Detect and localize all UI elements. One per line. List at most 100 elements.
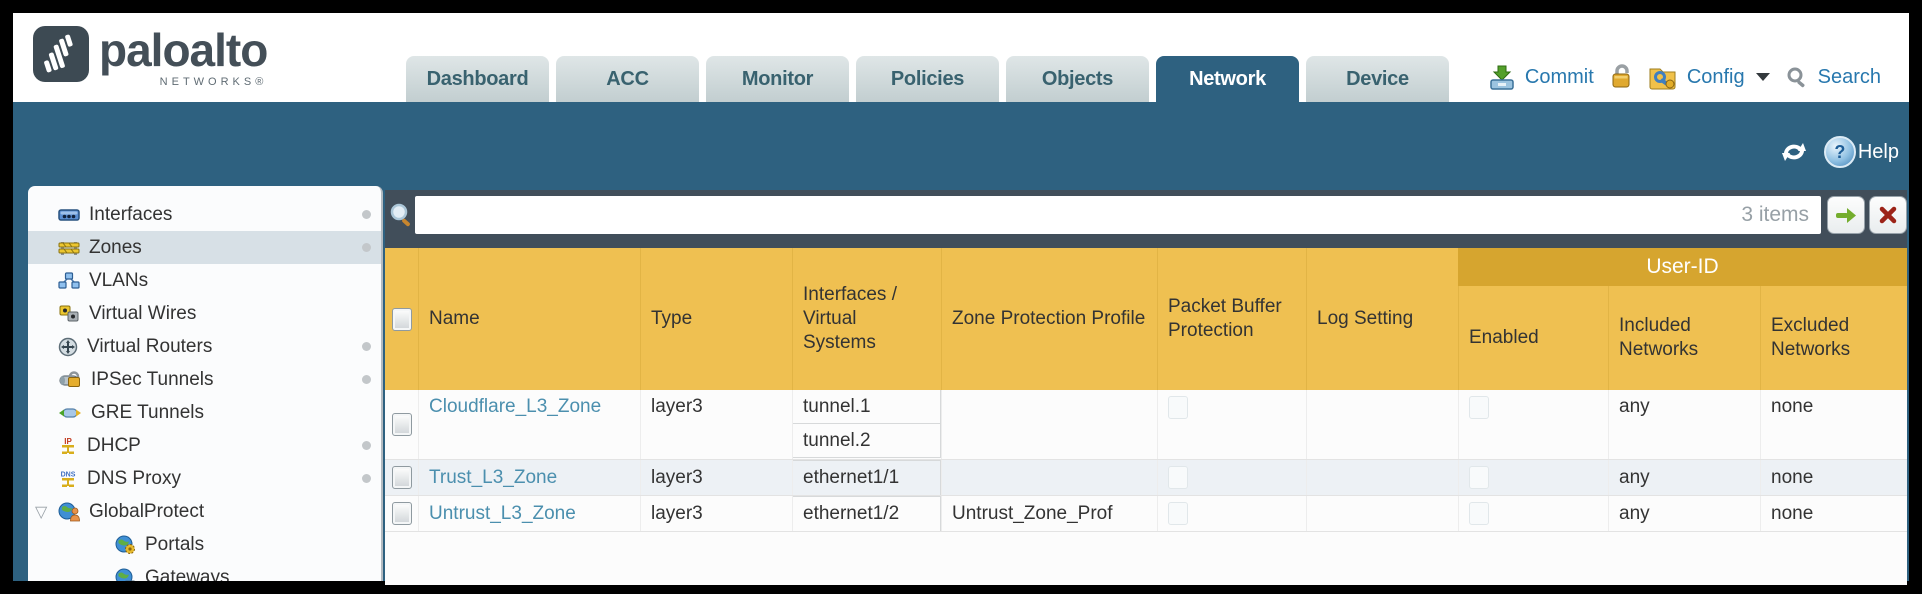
refresh-icon[interactable] [1778, 138, 1810, 166]
sidebar-item-vlans[interactable]: VLANs [28, 264, 381, 297]
expand-caret-icon[interactable]: ▽ [35, 504, 48, 521]
sidebar-item-dns-proxy[interactable]: DNS DNS Proxy [28, 462, 381, 495]
tab-dashboard[interactable]: Dashboard [406, 56, 549, 102]
search-button[interactable]: Search [1817, 65, 1881, 88]
packet-buffer-checkbox-disabled [1168, 466, 1188, 489]
sidebar-item-label: VLANs [89, 269, 149, 291]
sidebar-item-interfaces[interactable]: Interfaces [28, 198, 381, 231]
zone-type-cell: layer3 [640, 496, 792, 531]
row-checkbox[interactable] [391, 466, 412, 489]
filter-search-icon [390, 203, 410, 227]
tab-monitor[interactable]: Monitor [706, 56, 849, 102]
app-window: paloalto NETWORKS® Dashboard ACC Monitor… [13, 13, 1909, 585]
included-networks-cell: any [1608, 390, 1760, 459]
sidebar-item-label: GlobalProtect [89, 500, 205, 522]
config-button[interactable]: Config [1686, 65, 1745, 88]
globalprotect-icon [58, 502, 80, 521]
column-header-included-networks[interactable]: Included Networks [1608, 248, 1760, 390]
sidebar-item-zones[interactable]: Zones [28, 231, 381, 264]
help-icon: ? [1823, 136, 1856, 168]
sidebar-item-dhcp[interactable]: IP DHCP [28, 429, 381, 462]
sidebar-item-label: Virtual Wires [89, 302, 197, 324]
help-button[interactable]: ? Help [1823, 136, 1899, 168]
zone-name-link[interactable]: Cloudflare_L3_Zone [429, 396, 602, 417]
enabled-checkbox-disabled [1469, 466, 1489, 489]
sidebar-item-label: Portals [145, 533, 205, 555]
row-checkbox[interactable] [391, 413, 412, 436]
table-row: Cloudflare_L3_Zone layer3 tunnel.1 tunne… [385, 390, 1907, 460]
commit-button[interactable]: Commit [1524, 65, 1594, 88]
svg-text:IP: IP [64, 437, 72, 446]
column-header-zone-protection-profile[interactable]: Zone Protection Profile [941, 248, 1157, 390]
sidebar-item-virtual-wires[interactable]: Virtual Wires [28, 297, 381, 330]
item-count: 3 items [1741, 203, 1809, 226]
excluded-networks-cell: none [1760, 496, 1907, 531]
item-dot [362, 474, 371, 483]
table-row: Untrust_L3_Zone layer3 ethernet1/2 Untru… [385, 496, 1907, 532]
interfaces-icon [58, 208, 80, 221]
tab-policies[interactable]: Policies [856, 56, 999, 102]
interface-item: tunnel.2 [793, 423, 941, 458]
brand-subtitle: NETWORKS® [159, 76, 268, 88]
virtual-wires-icon [59, 305, 79, 322]
sidebar-item-label: Zones [89, 236, 142, 258]
top-header: paloalto NETWORKS® Dashboard ACC Monitor… [13, 13, 1909, 102]
table-empty-area [385, 532, 1907, 585]
column-header-name[interactable]: Name [418, 248, 640, 390]
column-header-type[interactable]: Type [640, 248, 792, 390]
column-header-interfaces[interactable]: Interfaces / Virtual Systems [792, 248, 941, 390]
green-arrow-icon [1836, 208, 1856, 223]
zone-protection-cell [941, 460, 1157, 495]
column-header-enabled[interactable]: Enabled [1458, 248, 1608, 390]
log-setting-cell [1306, 460, 1458, 495]
zone-name-link[interactable]: Trust_L3_Zone [429, 466, 558, 488]
log-setting-cell [1306, 496, 1458, 531]
tab-network[interactable]: Network [1156, 56, 1299, 102]
tab-acc[interactable]: ACC [556, 56, 699, 102]
column-header-excluded-networks[interactable]: Excluded Networks [1760, 248, 1907, 390]
select-all-checkbox[interactable] [391, 307, 412, 331]
gateways-icon [115, 568, 136, 581]
header-actions: Commit Config Search [1488, 63, 1881, 91]
tab-device[interactable]: Device [1306, 56, 1449, 102]
clear-filter-button[interactable] [1869, 196, 1907, 234]
zones-icon [58, 242, 80, 255]
filter-input[interactable] [415, 196, 1821, 234]
sidebar-item-portals[interactable]: Portals [28, 528, 381, 561]
search-icon [1787, 67, 1805, 88]
zone-name-link[interactable]: Untrust_L3_Zone [429, 502, 576, 524]
sidebar-item-gateways[interactable]: Gateways [28, 561, 381, 581]
brand-name: paloalto [99, 24, 268, 76]
sidebar-item-virtual-routers[interactable]: Virtual Routers [28, 330, 381, 363]
select-all-cell [385, 248, 418, 390]
item-dot [362, 441, 371, 450]
sidebar-item-gre-tunnels[interactable]: GRE Tunnels [28, 396, 381, 429]
tab-objects[interactable]: Objects [1006, 56, 1149, 102]
interfaces-cell: ethernet1/2 [792, 496, 941, 531]
zone-type-cell: layer3 [640, 390, 792, 459]
sidebar-item-ipsec-tunnels[interactable]: IPSec Tunnels [28, 363, 381, 396]
zones-table: User-ID Name Type Interfaces / Virtual S… [385, 248, 1907, 532]
gre-tunnels-icon [59, 407, 81, 418]
network-sidebar: Interfaces Zones [28, 186, 383, 581]
help-label: Help [1857, 140, 1899, 163]
interfaces-cell: tunnel.1 tunnel.2 [792, 390, 941, 459]
dns-proxy-icon: DNS [61, 471, 76, 487]
config-dropdown-caret[interactable] [1755, 73, 1770, 81]
row-checkbox[interactable] [391, 502, 412, 525]
apply-filter-button[interactable] [1827, 196, 1865, 234]
excluded-networks-cell: none [1760, 390, 1907, 459]
sidebar-item-globalprotect[interactable]: ▽ GlobalProtect [28, 495, 381, 528]
column-header-log-setting[interactable]: Log Setting [1306, 248, 1458, 390]
virtual-routers-icon [58, 337, 78, 356]
interface-item: ethernet1/1 [793, 460, 941, 495]
lock-icon[interactable] [1609, 63, 1635, 91]
sidebar-item-label: IPSec Tunnels [91, 368, 214, 390]
packet-buffer-checkbox-disabled [1168, 396, 1188, 419]
paloalto-logo: paloalto NETWORKS® [33, 24, 268, 88]
main-tabs: Dashboard ACC Monitor Policies Objects N… [406, 56, 1449, 102]
vlans-icon [58, 271, 80, 289]
excluded-networks-cell: none [1760, 460, 1907, 495]
interface-item: ethernet1/2 [793, 496, 941, 531]
column-header-packet-buffer-protection[interactable]: Packet Buffer Protection [1157, 248, 1306, 390]
